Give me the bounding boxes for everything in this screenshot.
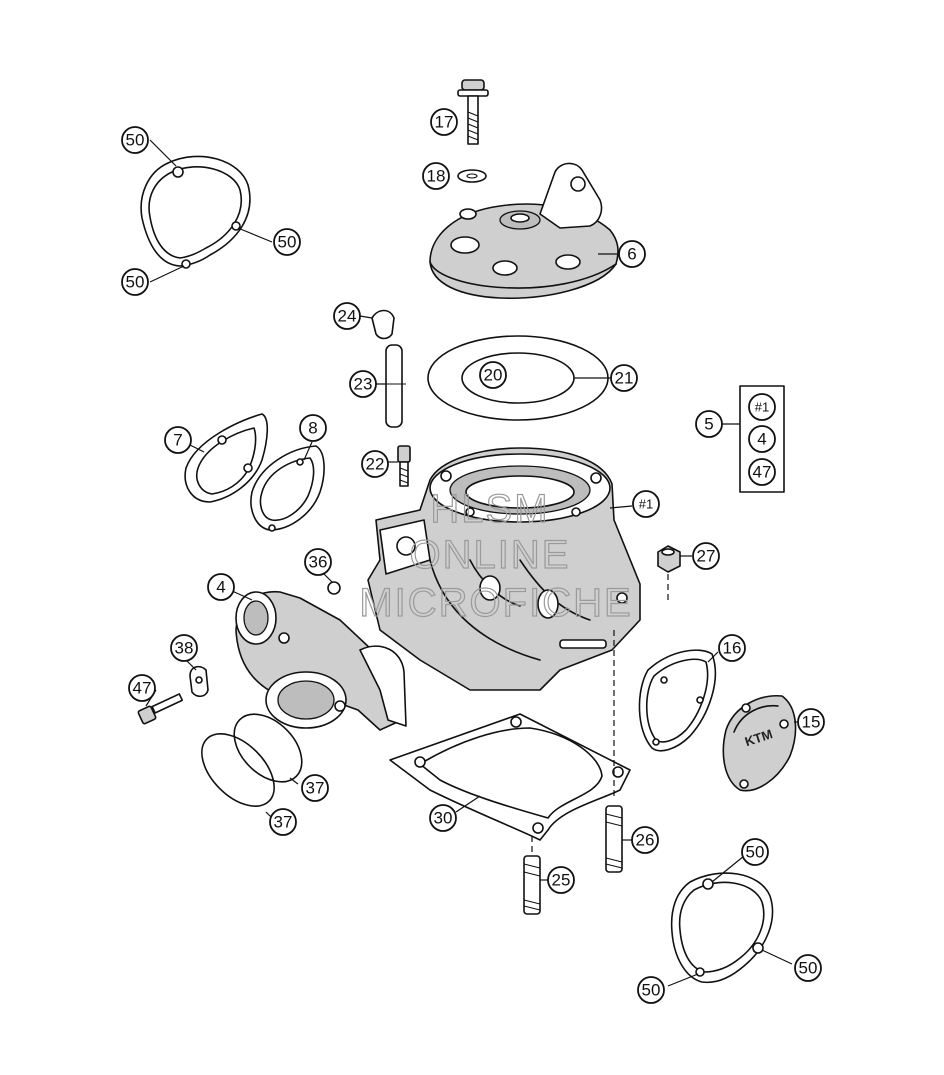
exhaust-cover-15: KTM: [722, 695, 800, 792]
callout-30: 30: [429, 804, 457, 832]
callout-27: 27: [692, 542, 720, 570]
kit-box-5: [722, 385, 785, 493]
callout-16: 16: [718, 634, 746, 662]
svg-text:27: 27: [697, 547, 716, 566]
base-gasket-30: [389, 713, 631, 841]
svg-text:37: 37: [306, 779, 325, 798]
fitting-24: [359, 309, 395, 340]
svg-text:36: 36: [309, 553, 328, 572]
clamp-38: [185, 659, 209, 698]
o-ring-36: [321, 571, 341, 595]
exhaust-gasket-8: [250, 441, 325, 532]
washer-18: [457, 169, 487, 183]
svg-text:6: 6: [627, 245, 636, 264]
watermark-line-3: MICROFICHE: [359, 581, 632, 625]
intake-flange-4: [229, 589, 407, 731]
stud-25: [523, 836, 548, 915]
gasket-outline-top-left: [140, 139, 273, 283]
cover-gasket-16: [638, 649, 719, 752]
svg-text:4: 4: [216, 578, 225, 597]
svg-text:22: 22: [366, 455, 385, 474]
callout-25: 25: [547, 866, 575, 894]
svg-text:23: 23: [354, 375, 373, 394]
o-rings-37: [201, 713, 303, 819]
svg-text:25: 25: [552, 871, 571, 890]
hose-23: [368, 344, 406, 428]
head-gasket-20-21: [427, 335, 612, 421]
watermark-line-2: ONLINE: [410, 533, 571, 577]
callout-8: 8: [299, 414, 327, 442]
callout-50-bottom-1: 50: [741, 838, 769, 866]
nipple-22: [388, 445, 411, 487]
callout-38: 38: [170, 634, 198, 662]
svg-text:50: 50: [126, 273, 145, 292]
stud-26: [605, 630, 632, 873]
callout-24: 24: [333, 302, 361, 330]
cylinder-1: [367, 447, 641, 691]
svg-text:50: 50: [642, 981, 661, 1000]
callout-6: 6: [618, 240, 646, 268]
svg-text:21: 21: [615, 369, 634, 388]
callout-50-top-3: 50: [121, 268, 149, 296]
callout-37-a: 37: [301, 774, 329, 802]
watermark-line-1: HLSM: [430, 487, 549, 531]
callout-50-top-2: 50: [273, 228, 301, 256]
svg-text:17: 17: [435, 113, 454, 132]
svg-text:50: 50: [799, 959, 818, 978]
callout-26: 26: [631, 826, 659, 854]
screw-hole: [172, 166, 184, 178]
svg-text:38: 38: [175, 639, 194, 658]
callout-5-item-1: #1: [748, 393, 776, 421]
svg-text:18: 18: [427, 167, 446, 186]
callout-22: 22: [361, 450, 389, 478]
callout-50-bottom-3: 50: [637, 976, 665, 1004]
nut-27: [657, 545, 692, 604]
svg-text:#1: #1: [755, 400, 769, 415]
callout-47: 47: [128, 674, 156, 702]
svg-text:30: 30: [434, 809, 453, 828]
svg-text:4: 4: [757, 430, 766, 449]
svg-text:#1: #1: [639, 497, 653, 512]
callout-20: 20: [479, 361, 507, 389]
watermark: HLSM ONLINE MICROFICHE: [359, 486, 632, 625]
bolt-47: [137, 689, 184, 725]
callout-36: 36: [304, 548, 332, 576]
exhaust-flange-gasket-7: [184, 413, 269, 503]
svg-text:24: 24: [338, 307, 357, 326]
svg-text:7: 7: [173, 431, 182, 450]
svg-text:20: 20: [484, 366, 503, 385]
svg-text:50: 50: [126, 131, 145, 150]
bolt-17: [457, 79, 489, 145]
svg-text:50: 50: [746, 843, 765, 862]
svg-text:50: 50: [278, 233, 297, 252]
callout-17: 17: [430, 108, 458, 136]
callout-1: #1: [632, 490, 660, 518]
svg-text:15: 15: [802, 713, 821, 732]
callout-5-item-47: 47: [748, 458, 776, 486]
svg-text:37: 37: [274, 813, 293, 832]
callout-4: 4: [207, 573, 235, 601]
callout-50-top-1: 50: [121, 126, 149, 154]
svg-text:47: 47: [753, 463, 772, 482]
callout-23: 23: [349, 370, 377, 398]
svg-text:47: 47: [133, 679, 152, 698]
svg-text:8: 8: [308, 419, 317, 438]
callout-15: 15: [797, 708, 825, 736]
gasket-outline-bottom-right: [667, 855, 793, 987]
callout-21: 21: [610, 364, 638, 392]
svg-text:26: 26: [636, 831, 655, 850]
cylinder-head-6: [429, 162, 620, 300]
svg-text:5: 5: [704, 415, 713, 434]
callout-5-item-4: 4: [748, 425, 776, 453]
callout-5: 5: [695, 410, 723, 438]
svg-text:16: 16: [723, 639, 742, 658]
callout-18: 18: [422, 162, 450, 190]
callout-50-bottom-2: 50: [794, 954, 822, 982]
callout-37-b: 37: [269, 808, 297, 836]
callout-7: 7: [164, 426, 192, 454]
